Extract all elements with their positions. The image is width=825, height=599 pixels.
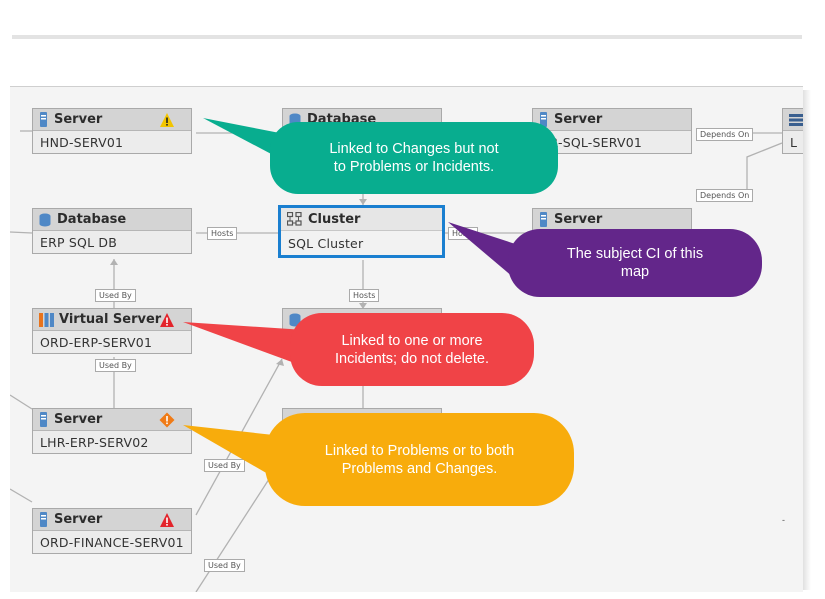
ci-name-label: L: [790, 135, 798, 150]
callout-incidents-text: Linked to one or more Incidents; do not …: [335, 332, 489, 367]
ci-name-label: ORD-FINANCE-SERV01: [40, 535, 184, 550]
ci-node-header: Cluster: [281, 208, 442, 231]
ci-name-label: LHR-ERP-SERV02: [40, 435, 149, 450]
problem-diamond-orange-icon: [159, 412, 175, 428]
ci-type-label: Server: [554, 112, 603, 127]
ci-name-label: HR-SQL-SERV01: [540, 135, 643, 150]
ci-node-header: Database: [33, 209, 191, 231]
ci-name-label: SQL Cluster: [288, 236, 364, 251]
error-triangle-red-icon: [160, 313, 174, 327]
server-icon: [40, 412, 47, 427]
edge-label-depends-on: Depends On: [696, 189, 754, 202]
edge-label-used-by: Used By: [204, 559, 245, 572]
edge-label-hosts: Hosts: [349, 289, 380, 302]
callout-incidents: Linked to one or more Incidents; do not …: [290, 313, 534, 386]
ci-node-database-erp-sql-db[interactable]: Database ERP SQL DB: [32, 208, 192, 254]
ci-type-label: Database: [57, 212, 127, 227]
ci-node-header: [783, 109, 803, 131]
callout-problems: Linked to Problems or to both Problems a…: [265, 413, 574, 506]
ci-node-header: Server: [533, 109, 691, 131]
ci-type-label: Server: [554, 212, 603, 227]
ci-name-label: ERP SQL DB: [40, 235, 118, 250]
ci-node-server-lhr-erp-serv02[interactable]: Server LHR-ERP-SERV02: [32, 408, 192, 454]
edge-label-used-by: Used By: [204, 459, 245, 472]
edge-label-hosts: Hosts: [207, 227, 238, 240]
callout-problems-text: Linked to Problems or to both Problems a…: [324, 442, 515, 477]
server-icon: [540, 212, 547, 227]
ci-type-label: Server: [54, 512, 103, 527]
top-divider: [12, 35, 802, 39]
ci-node-header: Virtual Server: [33, 309, 191, 331]
edge-label-used-by: Used By: [95, 289, 136, 302]
callout-changes-text: Linked to Changes but not to Problems or…: [329, 141, 499, 175]
network-icon: [789, 113, 803, 126]
ci-node-header: Server: [33, 509, 191, 531]
ci-node-server-ord-finance-serv01[interactable]: Server ORD-FINANCE-SERV01: [32, 508, 192, 554]
stray-dash: -: [782, 515, 785, 525]
ci-type-label: Cluster: [308, 211, 361, 227]
ci-node-server-hr-sql-serv01[interactable]: Server HR-SQL-SERV01: [532, 108, 692, 154]
edge-label-used-by: Used By: [95, 359, 136, 372]
callout-tail-problems: [183, 425, 292, 478]
ci-node-header: Server: [33, 409, 191, 431]
canvas-shadow: [803, 90, 811, 590]
cluster-icon: [287, 212, 302, 226]
callout-tail-changes: [203, 118, 292, 165]
ci-node-network-partial[interactable]: L: [782, 108, 803, 154]
server-icon: [40, 512, 47, 527]
ci-name-label: ORD-ERP-SERV01: [40, 335, 153, 350]
callout-subject: The subject CI of this map: [508, 229, 762, 297]
ci-node-header: Server: [33, 109, 191, 131]
ci-type-label: Server: [54, 112, 103, 127]
callout-tail-incidents: [183, 322, 305, 365]
server-icon: [40, 112, 47, 127]
ci-node-cluster-sql-cluster-selected[interactable]: Cluster SQL Cluster: [278, 205, 445, 258]
database-icon: [39, 213, 51, 226]
ci-type-label: Virtual Server: [59, 312, 162, 327]
virtual-server-icon: [39, 313, 54, 327]
ci-type-label: Server: [54, 412, 103, 427]
edge-label-depends-on: Depends On: [696, 128, 754, 141]
server-icon: [540, 112, 547, 127]
warning-triangle-yellow-icon: [160, 113, 174, 127]
callout-subject-text: The subject CI of this map: [566, 246, 704, 280]
error-triangle-red-icon: [160, 513, 174, 527]
ci-name-label: HND-SERV01: [40, 135, 124, 150]
ci-node-server-hnd-serv01[interactable]: Server HND-SERV01: [32, 108, 192, 154]
ci-node-virtual-server-ord-erp-serv01[interactable]: Virtual Server ORD-ERP-SERV01: [32, 308, 192, 354]
callout-changes: Linked to Changes but not to Problems or…: [270, 122, 558, 194]
relationship-map-canvas[interactable]: Server HND-SERV01 Database Server HR-SQL…: [10, 86, 803, 592]
